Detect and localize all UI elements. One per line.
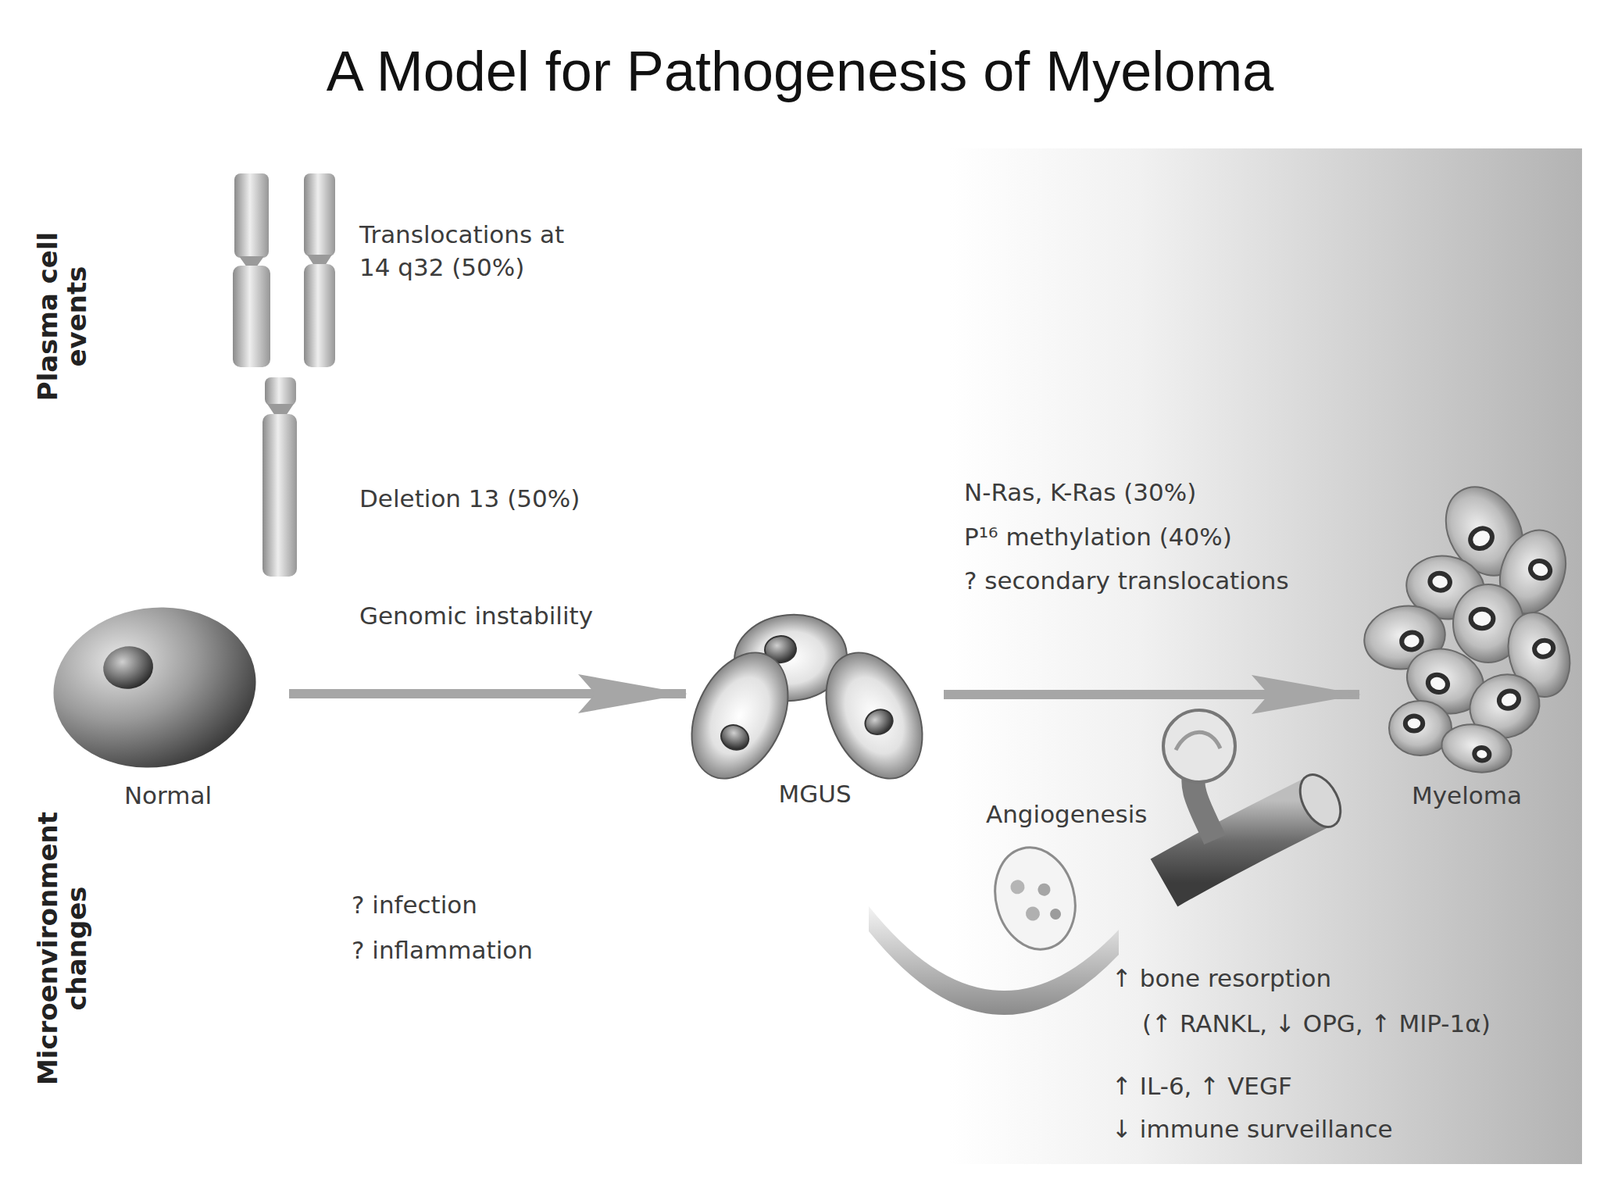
progression-arrow — [289, 689, 686, 699]
cell-illustration — [46, 578, 290, 774]
annotation-text: Translocations at 14 q32 (50%) — [359, 218, 586, 285]
diagram-title: A Model for Pathogenesis of Myeloma — [0, 39, 1600, 104]
annotation-text: N-Ras, K-Ras (30%) — [964, 476, 1197, 510]
annotation-text: ↑ IL-6, ↑ VEGF — [1111, 1070, 1293, 1104]
cell-symbol — [1437, 719, 1515, 779]
cell-illustration — [1359, 484, 1575, 782]
cell-label: Myeloma — [1359, 781, 1575, 810]
chromosome-symbol — [232, 173, 271, 368]
bone-surface — [868, 906, 1119, 1015]
chromosome-symbol — [262, 377, 297, 577]
osteoclast-symbol — [984, 838, 1087, 958]
annotation-text: ? inflammation — [351, 934, 533, 968]
row-heading: Microenvironment changes — [33, 776, 93, 1121]
annotation-text: ? infection — [351, 889, 478, 922]
blood-vessel — [1163, 710, 1349, 883]
arrow-label: Genomic instability — [359, 601, 593, 630]
cell-label: MGUS — [685, 779, 944, 808]
progression-arrow — [943, 689, 1360, 700]
gradient-panel — [949, 148, 1583, 1165]
cell-node: MGUS — [685, 581, 944, 808]
annotation-text: Angiogenesis — [985, 798, 1148, 832]
cell-symbol — [46, 594, 267, 774]
chromosome-symbol — [303, 173, 336, 368]
annotation-text: ? secondary translocations — [964, 564, 1290, 598]
cell-label: Normal — [46, 781, 290, 810]
annotation-text: P¹⁶ methylation (40%) — [964, 521, 1233, 554]
annotation-text: ↓ immune surveillance — [1111, 1113, 1393, 1147]
cell-symbol — [807, 637, 942, 785]
annotation-text: Deletion 13 (50%) — [359, 482, 580, 516]
cell-symbol — [685, 637, 808, 785]
annotation-text: (↑ RANKL, ↓ OPG, ↑ MIP-1α) — [1142, 1007, 1491, 1041]
cell-node: Normal — [46, 578, 290, 810]
row-heading: Plasma cell events — [33, 199, 93, 434]
annotation-text: ↑ bone resorption — [1111, 962, 1332, 996]
cell-illustration — [685, 581, 944, 785]
cell-node: Myeloma — [1359, 484, 1575, 810]
